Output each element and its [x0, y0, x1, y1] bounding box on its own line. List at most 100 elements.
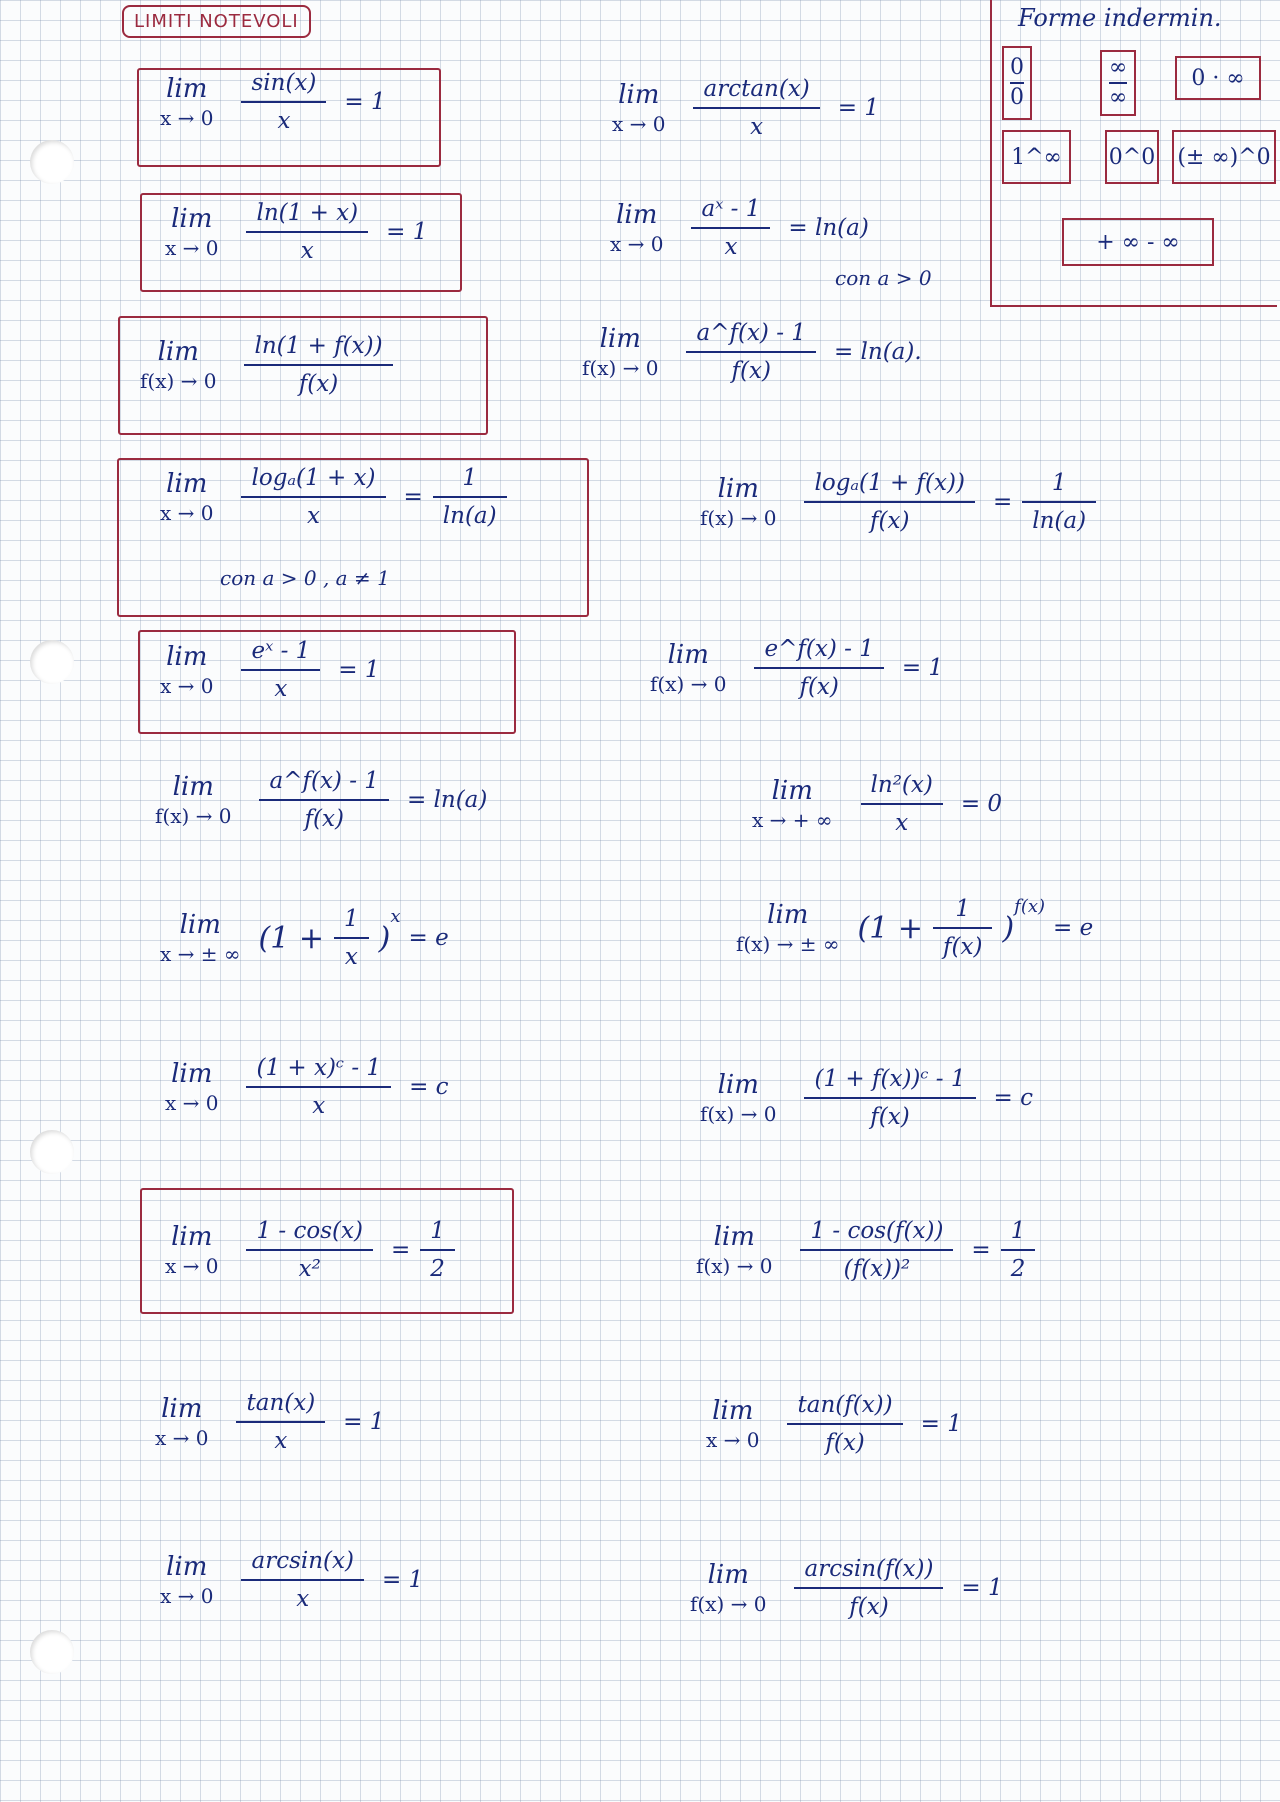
denominator: x: [344, 944, 358, 970]
lim-subscript: f(x) → ± ∞: [736, 931, 840, 956]
lim-subscript: f(x) → 0: [155, 803, 232, 828]
lim-subscript: f(x) → 0: [140, 368, 217, 393]
lim-word: lim: [161, 1394, 203, 1425]
fraction: aˣ - 1 x: [691, 196, 771, 260]
numerator: ln(1 + x): [256, 200, 359, 226]
fraction: arcsin(f(x))f(x): [794, 1556, 944, 1620]
lim-subscript: x → + ∞: [752, 807, 833, 832]
lim-subscript: f(x) → 0: [582, 355, 659, 380]
denominator: x: [300, 238, 314, 264]
denominator: x: [750, 114, 764, 140]
lim-subscript: x → 0: [610, 231, 664, 256]
lim-word: lim: [767, 900, 809, 931]
lim-subscript: x → 0: [165, 1090, 219, 1115]
result: = 1: [344, 89, 386, 115]
denominator: x: [895, 810, 909, 836]
denominator: f(x): [943, 934, 983, 960]
denominator: f(x): [870, 1104, 910, 1130]
denominator: x: [274, 676, 288, 702]
lim-subscript: x → 0: [706, 1427, 760, 1452]
form-den: ∞: [1108, 85, 1128, 110]
denominator: f(x): [731, 358, 771, 384]
result: = c: [409, 1074, 449, 1100]
highlight-box: [118, 316, 488, 435]
denominator: (f(x))²: [843, 1256, 911, 1282]
lim-subscript: x → 0: [155, 1425, 209, 1450]
numerator: tan(f(x)): [797, 1392, 893, 1418]
exponent: x: [390, 906, 401, 927]
result: = 1: [381, 1567, 424, 1593]
fraction: logₐ(1 + f(x))f(x): [804, 470, 975, 534]
binder-hole: [30, 140, 74, 184]
form-zero-times-inf: 0 · ∞: [1175, 56, 1261, 100]
denominator: f(x): [304, 806, 344, 832]
result-denominator: 2: [1010, 1256, 1026, 1282]
numerator: 1 - cos(f(x)): [810, 1218, 944, 1244]
lim-subscript: x → 0: [160, 673, 214, 698]
lim-word: lim: [717, 1070, 759, 1101]
fraction: tan(x)x: [236, 1390, 326, 1454]
fraction: 1 - cos(f(x)) (f(x))²: [800, 1218, 954, 1282]
denominator: x: [296, 1586, 310, 1612]
result-denominator: 2: [430, 1256, 445, 1282]
lim-word: lim: [618, 80, 660, 111]
form-inf-pow-zero: (± ∞)^0: [1172, 130, 1276, 184]
form-den: 0: [1010, 85, 1024, 110]
lim-word: lim: [166, 469, 208, 500]
form-num: 0: [1010, 54, 1024, 80]
forms-title: Forme indermin.: [1018, 4, 1222, 32]
numerator: e^f(x) - 1: [764, 636, 874, 662]
denominator: x: [724, 234, 738, 260]
numerator: 1: [344, 906, 359, 932]
form-inf-over-inf: ∞∞: [1100, 50, 1136, 116]
result-numerator: 1: [430, 1218, 445, 1244]
condition: con a > 0: [835, 266, 932, 290]
result: =: [971, 1237, 991, 1263]
close-paren: ): [1002, 910, 1015, 946]
denominator: x²: [298, 1256, 321, 1282]
result: = e: [408, 925, 449, 951]
result: = ln(a): [788, 215, 869, 241]
numerator: aˣ - 1: [701, 196, 761, 222]
result: =: [992, 489, 1013, 515]
fraction: arctan(x)x: [693, 76, 820, 140]
form-num: ∞: [1108, 54, 1128, 80]
numerator: arcsin(x): [251, 1548, 354, 1574]
close-paren: ): [378, 920, 391, 956]
lim-subscript: x → 0: [165, 235, 219, 260]
result: = 0: [960, 791, 1003, 817]
numerator: a^f(x) - 1: [696, 320, 806, 346]
numerator: (1 + x)ᶜ - 1: [256, 1055, 382, 1081]
lim-word: lim: [712, 1396, 754, 1427]
highlight-box: [137, 68, 441, 167]
result-numerator: 1: [1051, 470, 1067, 496]
result-numerator: 1: [1010, 1218, 1026, 1244]
fraction: logₐ(1 + x)x: [241, 465, 386, 529]
